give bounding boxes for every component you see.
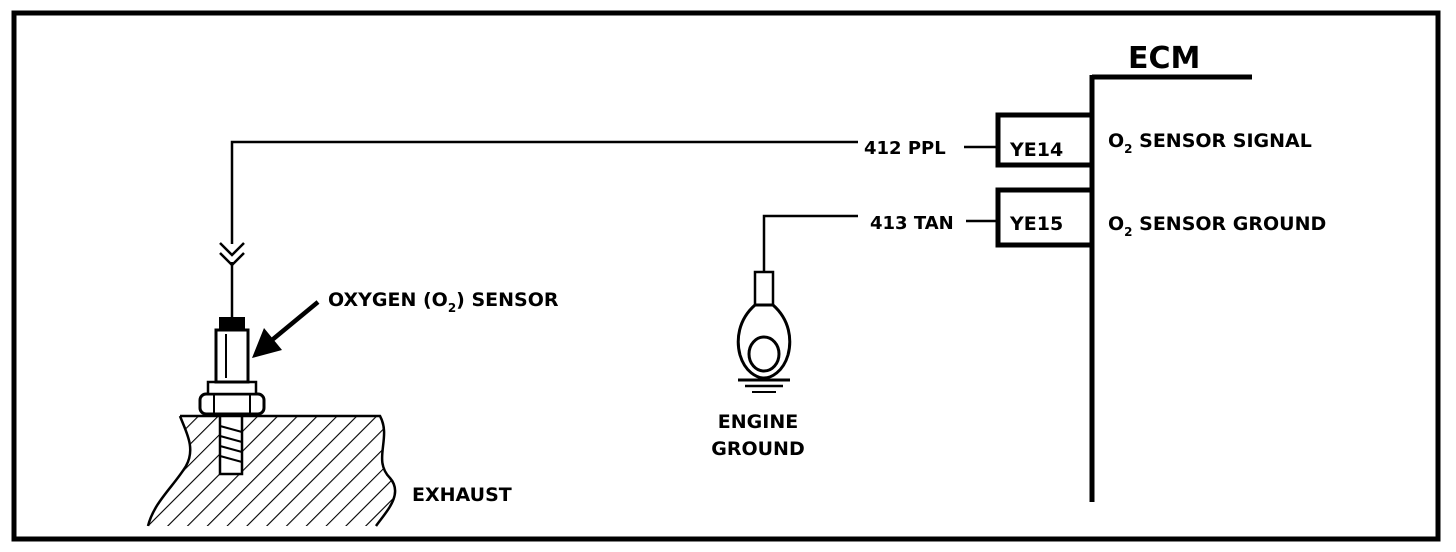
exhaust-pipe: EXHAUST [146,414,512,527]
wire-412-ppl-line [230,140,858,244]
wire-413-tan: 413 TAN [762,213,996,272]
exhaust-label: EXHAUST [412,484,512,506]
ecm-title: ECM [1128,41,1200,76]
diagram-frame [11,10,1441,542]
pin-box-ye14 [995,112,1092,168]
connector-chevron-top [219,242,245,257]
sensor-thread-shank [218,414,244,476]
pin-label-ye14: YE14 [1009,139,1063,161]
o2-sensor-ground-label: O2 SENSOR GROUND [1108,213,1326,239]
wire-413-tan-label: 413 TAN [870,213,954,234]
sensor-pointer-arrow [252,300,320,358]
pin-label-ye15: YE15 [1009,213,1063,235]
sensor-washer [206,380,258,396]
ecm-block: ECM YE14 YE15 O2 SENSOR SIGNAL O2 SENSOR… [995,41,1326,502]
wire-412-ppl-label: 412 PPL [864,138,946,159]
sensor-hex-nut [198,392,266,416]
pin-box-ye15 [995,187,1092,248]
exhaust-hatching [148,416,396,526]
sensor-arrow-head [252,328,282,358]
engine-ground-terminal: ENGINE GROUND [711,270,805,460]
exhaust-outline-right [180,414,397,527]
ground-eyelet-hole [747,335,781,373]
sensor-body [214,328,250,384]
exhaust-outline-left [146,415,192,527]
oxygen-sensor-label: OXYGEN (O2) SENSOR [328,289,559,315]
engine-ground-label-line1: ENGINE [718,411,798,433]
o2-sensor-signal-label: O2 SENSOR SIGNAL [1108,130,1312,156]
engine-ground-label-line2: GROUND [711,438,804,460]
sensor-cap [219,317,245,331]
oxygen-sensor [198,317,266,476]
ground-terminal-crimp [753,270,775,308]
sensor-arrow-shaft [270,300,320,342]
wire-412-ppl: 412 PPL [219,138,996,318]
wire-413-tan-line [762,214,858,272]
